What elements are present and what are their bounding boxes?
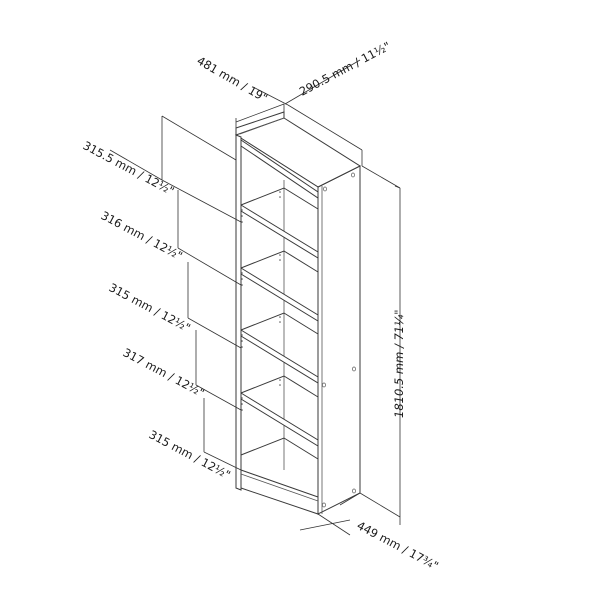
right-side-panel (317, 165, 361, 515)
base-label: 449 mm / 17¾" (355, 518, 441, 573)
shelf-opening-3-label: 315 mm / 12½" (107, 280, 193, 335)
shelf-opening-4-label: 317 mm / 12½" (121, 345, 207, 400)
shelf-3 (240, 312, 319, 384)
shelf-pin-holes (241, 191, 281, 411)
cam-holes (322, 172, 356, 508)
shelf-2 (240, 250, 319, 322)
width-label: 481 mm / 19" (195, 53, 271, 105)
left-side-panel (235, 134, 242, 491)
shelf-opening-2-label: 316 mm / 12½" (99, 208, 185, 263)
depth-label: 290.5 mm / 11½" (297, 39, 393, 99)
shelf-4 (240, 375, 319, 447)
dimension-lines (109, 59, 401, 536)
bottom-shelf (240, 437, 319, 515)
shelf-1 (240, 187, 319, 259)
bookcase (234, 111, 362, 515)
height-label: 1810.5 mm / 71¼" (392, 309, 406, 418)
shelf-opening-5-label: 315 mm / 12½" (147, 427, 233, 482)
